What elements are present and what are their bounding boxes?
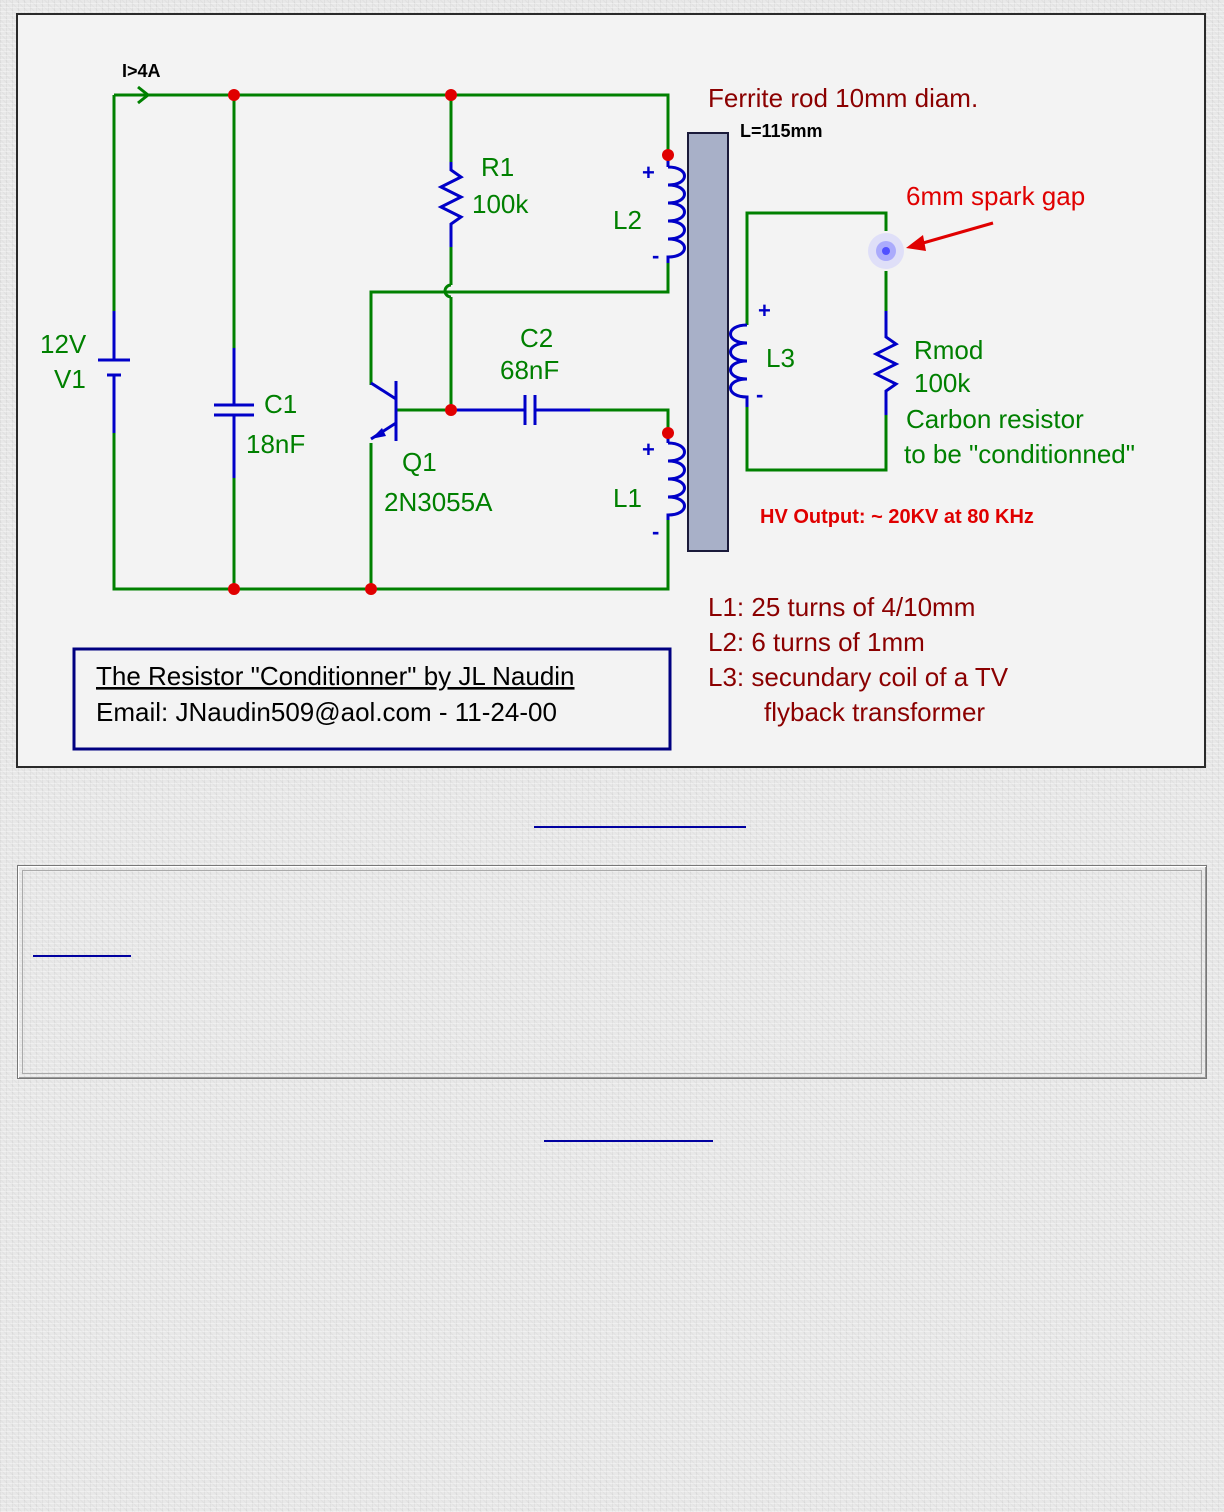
c1-name: C1 [264, 389, 297, 419]
coils [666, 155, 749, 520]
separator-link-1[interactable] [534, 826, 746, 828]
l2-minus: - [652, 243, 659, 268]
rmod-value: 100k [914, 368, 971, 398]
spark-gap-label: 6mm spark gap [906, 181, 1085, 211]
c2-name: C2 [520, 323, 553, 353]
l1-minus: - [652, 519, 659, 544]
l2-name: L2 [613, 205, 642, 235]
hv-output-label: HV Output: ~ 20KV at 80 KHz [760, 506, 1034, 528]
coil-note-l2: L2: 6 turns of 1mm [708, 627, 925, 657]
schematic-image: I>4A 12V V1 C1 18nF R1 100k C2 68nF Q1 2… [16, 13, 1206, 768]
rmod-desc-1: Carbon resistor [906, 404, 1084, 434]
components [98, 162, 900, 478]
q1-emitter-arrow [371, 428, 386, 439]
l3-name: L3 [766, 343, 795, 373]
c1-value: 18nF [246, 429, 305, 459]
c2-value: 68nF [500, 355, 559, 385]
l1-plus: + [642, 437, 655, 462]
spark-gap-icon [868, 233, 904, 269]
current-arrow [137, 85, 151, 105]
coil-note-l3: L3: secundary coil of a TV [708, 662, 1009, 692]
coil-note-l3-cont: flyback transformer [764, 697, 985, 727]
r1-value: 100k [472, 189, 529, 219]
l3-minus: - [756, 382, 763, 407]
separator-link-2[interactable] [544, 1140, 713, 1142]
rmod-name: Rmod [914, 335, 983, 365]
battery-voltage: 12V [40, 329, 87, 359]
ferrite-title: Ferrite rod 10mm diam. [708, 83, 978, 113]
wire-crossover [443, 283, 452, 299]
l1-name: L1 [613, 483, 642, 513]
nodes [228, 89, 674, 595]
title-box [72, 647, 672, 751]
ferrite-rod [687, 132, 729, 552]
circuit-diagram: I>4A 12V V1 C1 18nF R1 100k C2 68nF Q1 2… [40, 61, 1135, 751]
spark-gap-pointer [915, 221, 994, 247]
panel-link[interactable] [33, 955, 131, 957]
spark-gap-arrowhead [906, 235, 926, 251]
content-panel-inner [22, 870, 1202, 1074]
battery-name: V1 [54, 364, 86, 394]
wires [112, 93, 888, 591]
l2-plus: + [642, 160, 655, 185]
current-label: I>4A [122, 61, 161, 81]
l3-plus: + [758, 298, 771, 323]
q1-name: Q1 [402, 447, 437, 477]
title-box-title: The Resistor "Conditionner" by JL Naudin [96, 661, 575, 691]
r1-name: R1 [481, 152, 514, 182]
rmod-desc-2: to be "conditionned" [904, 439, 1135, 469]
content-panel [17, 865, 1207, 1079]
coil-note-l1: L1: 25 turns of 4/10mm [708, 592, 975, 622]
ferrite-length: L=115mm [740, 121, 823, 141]
q1-model: 2N3055A [384, 487, 493, 517]
title-box-email: Email: JNaudin509@aol.com - 11-24-00 [96, 697, 557, 727]
